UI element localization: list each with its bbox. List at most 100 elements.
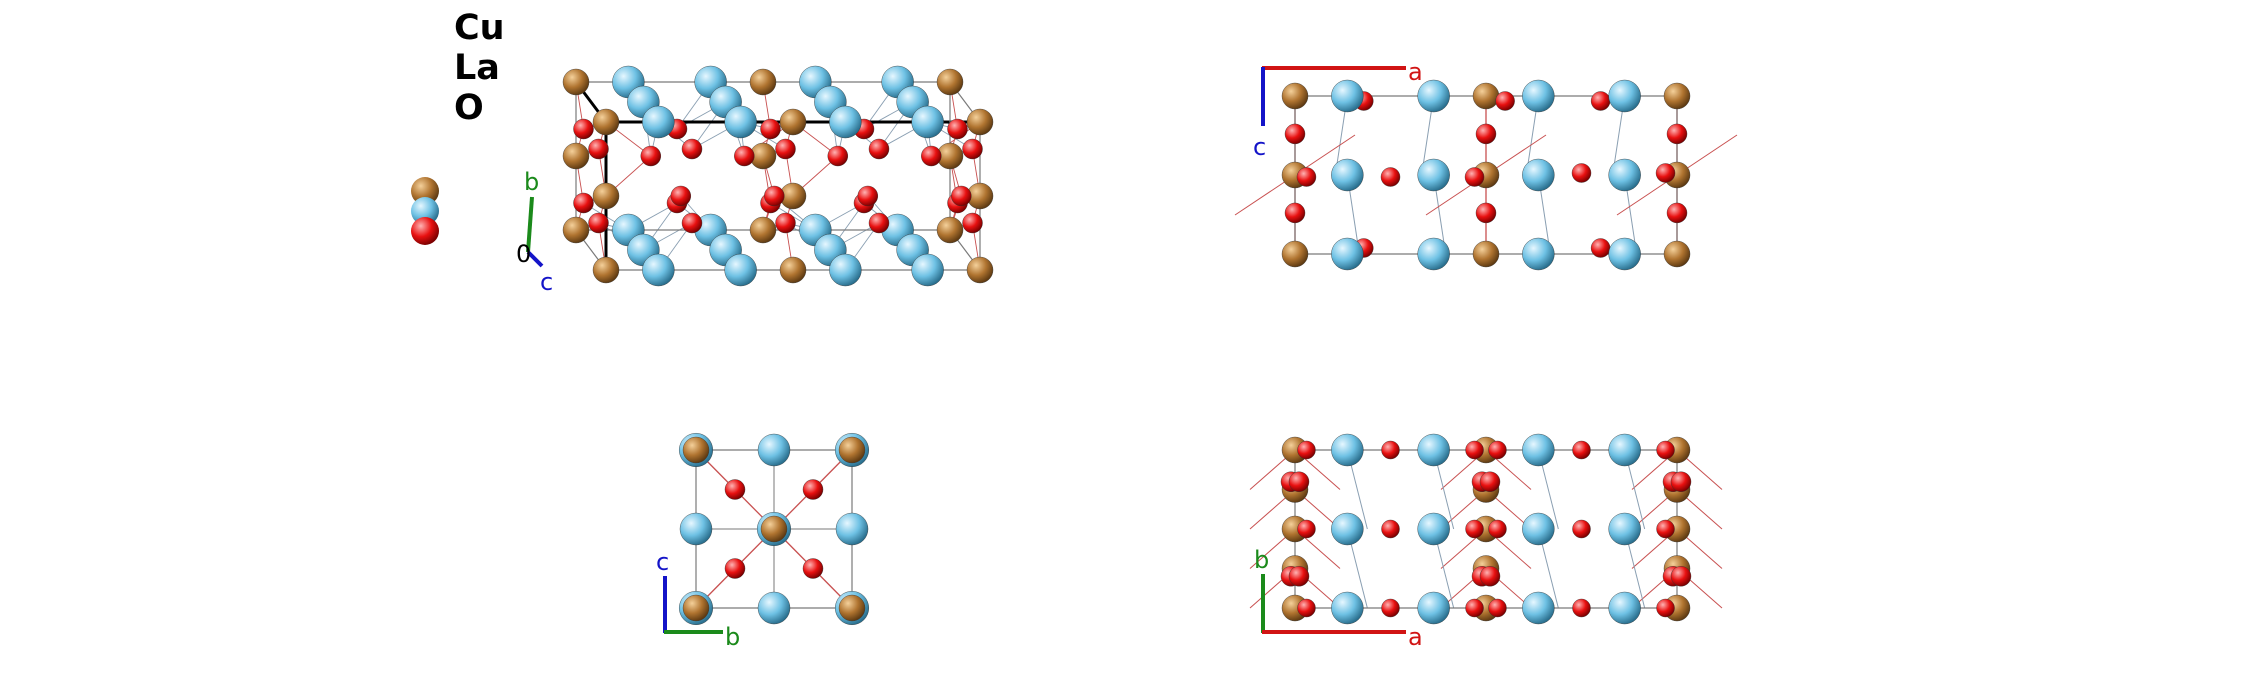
- projection-a-b-b-label: b: [1254, 546, 1269, 574]
- atom-cu: [838, 594, 866, 622]
- atom-la: [1417, 591, 1450, 625]
- atom-la: [829, 105, 862, 139]
- atom-o: [764, 185, 785, 207]
- projection-a-c-atoms: [1281, 79, 1691, 271]
- atom-la: [642, 105, 675, 139]
- atom-la: [724, 253, 757, 287]
- perspective-b-label: b: [524, 168, 539, 196]
- atom-cu: [562, 142, 590, 170]
- atom-o: [1656, 440, 1675, 460]
- atom-o: [1288, 471, 1310, 492]
- atom-o: [1381, 440, 1400, 460]
- atom-o: [760, 118, 781, 140]
- atom-o: [868, 138, 890, 160]
- atom-la: [1417, 433, 1450, 467]
- atom-cu: [936, 216, 964, 244]
- atom-cu: [562, 68, 590, 96]
- atom-o: [681, 138, 703, 160]
- atom-la: [1522, 158, 1555, 192]
- atom-o: [775, 212, 796, 234]
- atom-o: [1572, 598, 1591, 618]
- projection-a-c-axis-triad: a c: [1253, 58, 1423, 161]
- perspective-b-axis: [526, 196, 534, 253]
- atom-o: [1571, 163, 1592, 183]
- atom-cu: [760, 515, 788, 543]
- atom-cu: [592, 182, 620, 210]
- atom-la: [1608, 512, 1641, 546]
- atom-o: [802, 479, 824, 500]
- projection-a-c-a-label: a: [1408, 58, 1423, 86]
- atom-o: [1479, 471, 1501, 492]
- atom-la: [835, 512, 869, 546]
- atom-la: [1608, 591, 1641, 625]
- perspective-c-label: c: [540, 268, 553, 296]
- atom-o: [1284, 123, 1306, 145]
- atom-la: [1522, 591, 1555, 625]
- atom-o: [1297, 519, 1316, 539]
- atom-o: [827, 145, 848, 167]
- projection-b-c-c-label: c: [656, 548, 669, 576]
- atom-o: [1465, 598, 1484, 618]
- atom-o: [1465, 440, 1484, 460]
- atom-la: [1331, 433, 1364, 467]
- atom-la: [724, 105, 757, 139]
- atom-cu: [592, 108, 620, 136]
- perspective-origin-label: 0: [516, 240, 531, 268]
- atom-o: [734, 145, 755, 167]
- perspective-atoms: [562, 65, 994, 287]
- projection-b-c-b-label: b: [725, 623, 740, 651]
- atom-o: [1297, 440, 1316, 460]
- atom-o: [573, 118, 594, 140]
- atom-o: [1656, 519, 1675, 539]
- atom-o: [962, 212, 983, 234]
- atom-o: [640, 145, 661, 167]
- swatch-o: [411, 217, 439, 245]
- atom-o: [724, 558, 746, 579]
- atom-o: [1288, 566, 1310, 587]
- atom-o: [1670, 471, 1692, 492]
- atom-cu: [1281, 82, 1309, 110]
- atom-cu: [779, 108, 807, 136]
- projection-a-b-a-label: a: [1408, 623, 1423, 651]
- atom-o: [1475, 123, 1497, 145]
- atom-la: [1608, 433, 1641, 467]
- atom-cu: [1663, 240, 1691, 268]
- atom-la: [911, 105, 944, 139]
- legend-cu-label: Cu: [454, 8, 505, 48]
- atom-o: [868, 212, 890, 234]
- atom-cu: [562, 216, 590, 244]
- atom-cu: [1472, 240, 1500, 268]
- projection-a-c-c-label: c: [1253, 133, 1266, 161]
- projection-a-b-atoms: [1280, 433, 1692, 625]
- atom-o: [1297, 598, 1316, 618]
- atom-cu: [592, 256, 620, 284]
- atom-o: [1495, 91, 1515, 111]
- atom-o: [1465, 519, 1484, 539]
- atom-o: [588, 212, 609, 234]
- atom-cu: [1663, 82, 1691, 110]
- atom-la: [1331, 591, 1364, 625]
- atom-la: [1417, 237, 1450, 271]
- atom-la: [1417, 158, 1450, 192]
- atom-la: [1331, 158, 1364, 192]
- atom-la: [757, 433, 791, 467]
- atom-cu: [966, 108, 994, 136]
- atom-la: [911, 253, 944, 287]
- atom-o: [1488, 598, 1507, 618]
- atom-la: [1522, 79, 1555, 113]
- atom-o: [802, 558, 824, 579]
- atom-o: [1666, 123, 1688, 145]
- atom-o: [681, 212, 703, 234]
- atom-cu: [838, 436, 866, 464]
- atom-o: [1475, 202, 1497, 224]
- perspective-axis-triad: b 0 c: [516, 168, 553, 296]
- atom-o: [1656, 598, 1675, 618]
- atom-la: [829, 253, 862, 287]
- legend-la-label: La: [454, 48, 500, 88]
- atom-la: [1522, 237, 1555, 271]
- atom-o: [775, 138, 796, 160]
